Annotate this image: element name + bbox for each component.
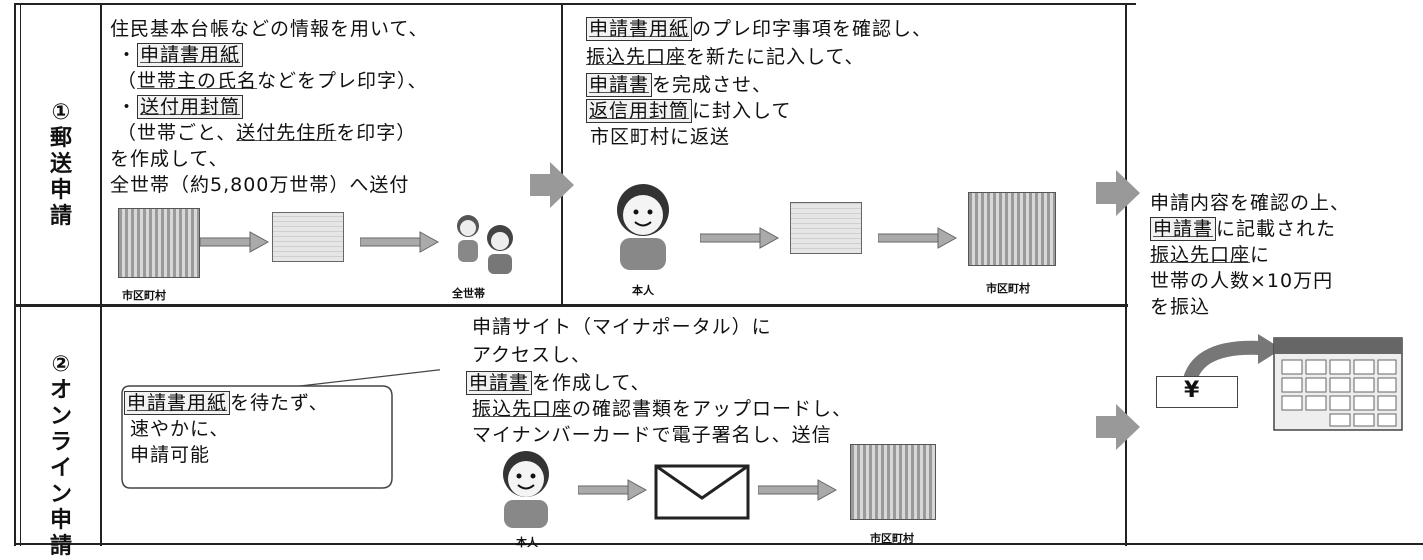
yen-payment-box [1156,376,1238,408]
yen-symbol: ¥ [1184,378,1200,403]
bubble-line3: 申請可能 [130,444,211,466]
bottom-border [14,543,1423,545]
row1-col1-line5: （世帯ごと、送付先住所を印字） [117,122,417,144]
bubble-line1: 申請書用紙を待たず、 [124,391,329,415]
bank-account-label: 振込先口座 [472,398,573,420]
envelope-with-form-icon [272,212,344,262]
flow-arrow-icon [530,162,574,208]
right-arrow-icon [578,479,648,501]
right-arrow-icon [200,231,270,253]
left-border [14,3,16,546]
application-label: 申請書 [586,73,653,97]
result-line2: 申請書に記載された [1150,217,1336,241]
person-icon [503,451,549,528]
flow-arrow-icon [1096,404,1140,450]
row2-main-line3: 申請書を作成して、 [466,371,651,395]
row1-col1-line7: 全世帯（約5,800万世帯）へ送付 [110,174,410,196]
all-households-caption: 全世帯 [452,287,485,300]
bubble-line2: 速やかに、 [130,418,230,440]
row1-col1-line6: を作成して、 [110,148,229,170]
self-caption: 本人 [516,536,538,549]
application-form-label: 申請書用紙 [137,43,244,67]
row1-col2-line4: 返信用封筒に封入して [586,99,791,123]
self-caption: 本人 [632,284,654,297]
row1-col2-line5: 市区町村に返送 [590,126,731,148]
municipality-building-icon [850,444,936,520]
bank-account-label: 振込先口座 [586,46,687,68]
bank-account-label: 振込先口座 [1150,244,1251,266]
result-line3: 振込先口座に [1150,244,1271,266]
result-line4: 世帯の人数×10万円 [1150,270,1334,292]
row2-main-line1: 申請サイト（マイナポータル）に [472,316,772,338]
top-border [14,3,1136,5]
envelope-with-form-icon [790,202,862,254]
application-form-label: 申請書用紙 [586,17,693,41]
return-envelope-label: 返信用封筒 [586,99,693,123]
mailing-envelope-label: 送付用封筒 [137,95,244,119]
col-divider-1 [561,3,563,304]
household-people-icon [457,215,513,274]
right-arrow-icon [360,231,440,253]
municipality-caption: 市区町村 [870,532,914,545]
row-divider [14,304,1128,307]
label-column-divider [100,3,102,546]
row2-main-line2: アクセスし、 [472,344,592,366]
municipality-caption: 市区町村 [986,282,1030,295]
right-arrow-icon [878,227,958,249]
municipality-caption: 市区町村 [122,289,166,302]
person-icon [617,184,669,270]
application-label: 申請書 [1150,217,1217,241]
row1-col1-line1: 住民基本台帳などの情報を用いて、 [110,18,429,40]
calendar-icon [1273,337,1403,431]
col-divider-2 [1125,3,1127,546]
right-arrow-icon [758,479,838,501]
row1-col2-line1: 申請書用紙のプレ印字事項を確認し、 [586,17,932,41]
right-arrow-icon [700,227,780,249]
municipality-building-icon [968,192,1056,266]
flow-arrow-icon [1096,170,1140,216]
result-line5: を振込 [1150,296,1211,318]
result-line1: 申請内容を確認の上、 [1150,192,1351,214]
municipality-building-icon [118,208,200,278]
application-form-label: 申請書用紙 [124,391,231,415]
delivery-address-label: 送付先住所 [236,122,337,144]
left-border-inner [20,3,21,546]
row1-col1-line3: （世帯主の氏名などをプレ印字）、 [117,70,428,92]
householder-name-label: 世帯主の氏名 [137,70,258,92]
row2-main-line5: マイナンバーカードで電子署名し、送信 [472,424,832,446]
row1-col2-line2: 振込先口座を新たに記入して、 [586,46,865,68]
row1-col2-line3: 申請書を完成させ、 [586,73,772,97]
row1-col1-line4: ・送付用封筒 [117,95,244,119]
application-label: 申請書 [466,371,533,395]
row1-col1-line2: ・申請書用紙 [117,43,244,67]
row2-main-line4: 振込先口座の確認書類をアップロードし、 [472,398,853,420]
mail-envelope-icon [654,464,750,520]
